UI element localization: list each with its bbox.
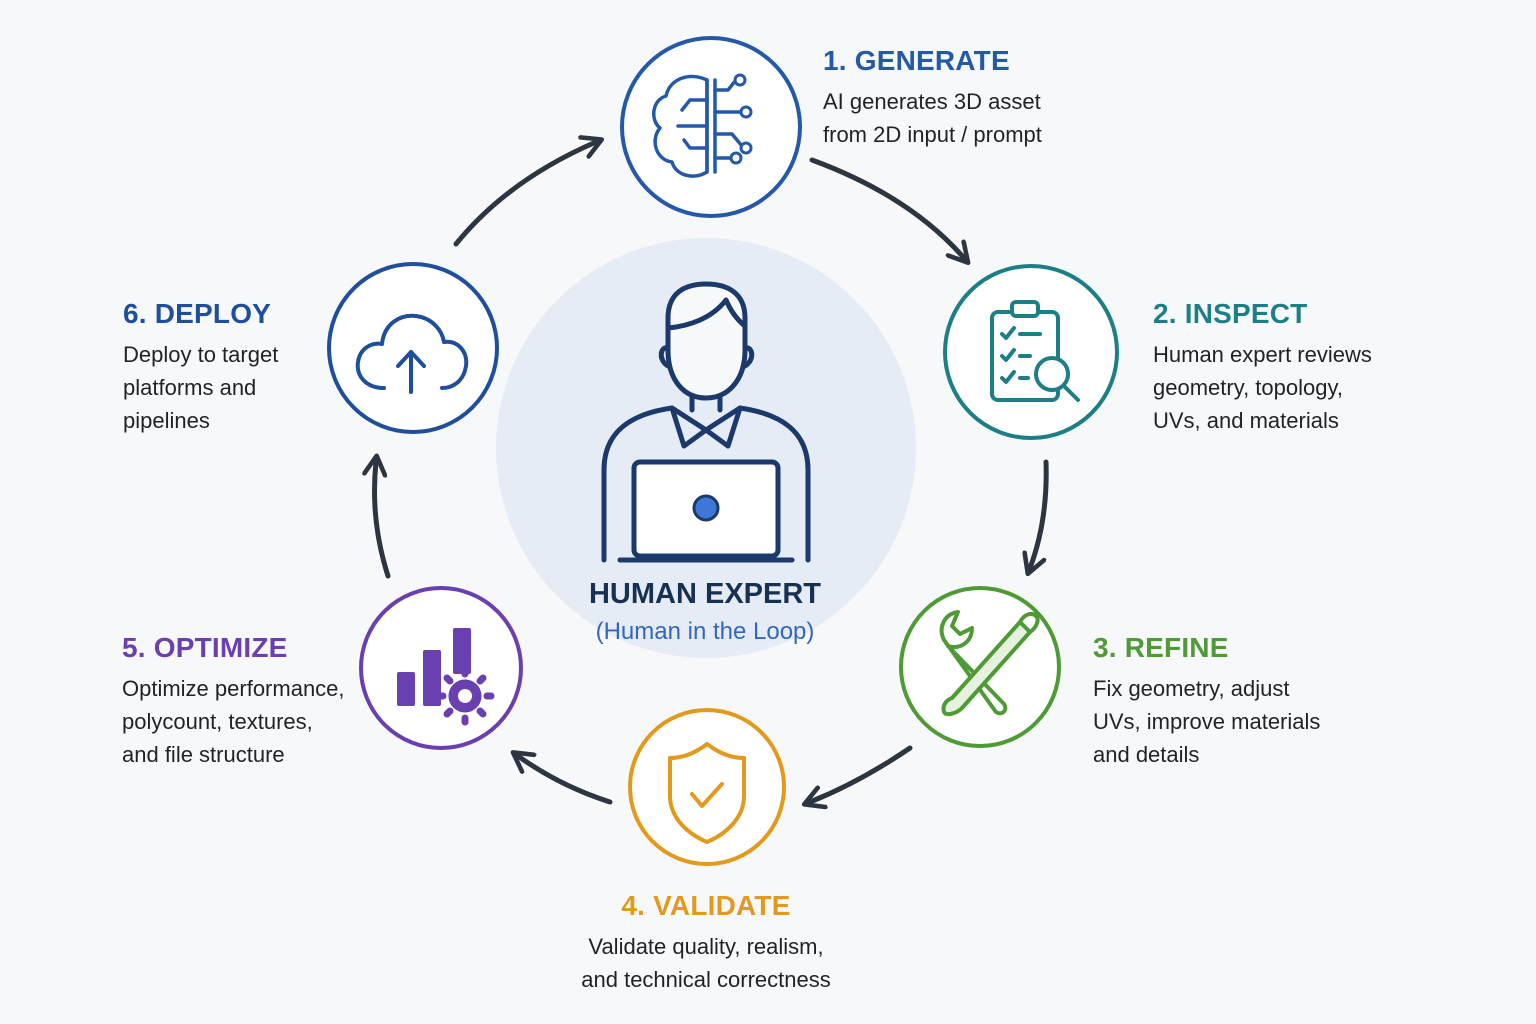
wrench-brush-icon (939, 610, 1040, 717)
bar-chart-gear-icon (397, 628, 495, 726)
clipboard-magnifier-icon (990, 300, 1080, 402)
step-title: 4. VALIDATE (621, 890, 791, 921)
description-line: and details (1093, 742, 1200, 767)
step-inspect-text: 2. INSPECT Human expert reviews geometry… (1153, 298, 1372, 437)
arrow-generate-to-inspect (809, 157, 964, 258)
step-title: 6. DEPLOY (123, 298, 272, 329)
step-optimize-node (359, 586, 523, 750)
description-line: polycount, textures, (122, 709, 313, 734)
description-line: UVs, improve materials (1093, 709, 1321, 734)
description-line: AI generates 3D asset (823, 89, 1041, 114)
description-line: Optimize performance, (122, 676, 345, 701)
arrow-optimize-to-deploy (375, 462, 391, 579)
step-description: Deploy to target platforms and pipelines (123, 338, 278, 437)
laptop-camera-dot (692, 494, 720, 522)
brain-circuit-icon (652, 74, 744, 178)
step-generate-text: 1. GENERATE AI generates 3D asset from 2… (823, 45, 1042, 151)
step-validate-text: 4. VALIDATE Validate quality, realism, a… (506, 890, 906, 996)
step-refine-node (899, 586, 1061, 748)
arrow-deploy-to-generate (453, 142, 596, 247)
human-expert-icon (601, 281, 811, 563)
description-line: UVs, and materials (1153, 408, 1339, 433)
description-line: pipelines (123, 408, 210, 433)
step-optimize-text: 5. OPTIMIZE Optimize performance, polyco… (122, 632, 345, 771)
step-description: Fix geometry, adjust UVs, improve materi… (1093, 672, 1320, 771)
step-title: 1. GENERATE (823, 45, 1010, 76)
step-deploy-node (327, 262, 499, 434)
center-title: HUMAN EXPERT (588, 578, 821, 610)
step-deploy-text: 6. DEPLOY Deploy to target platforms and… (123, 298, 278, 437)
step-description: AI generates 3D asset from 2D input / pr… (823, 85, 1042, 151)
step-title: 3. REFINE (1093, 632, 1229, 663)
step-description: Optimize performance, polycount, texture… (122, 672, 345, 771)
arrow-inspect-to-refine (1030, 459, 1049, 568)
step-refine-text: 3. REFINE Fix geometry, adjust UVs, impr… (1093, 632, 1320, 771)
description-line: geometry, topology, (1153, 375, 1343, 400)
description-line: Validate quality, realism, (588, 934, 824, 959)
description-line: from 2D input / prompt (823, 122, 1042, 147)
description-line: Deploy to target (123, 342, 279, 367)
center-halo (496, 238, 916, 658)
arrow-validate-to-optimize (518, 756, 613, 805)
cloud-upload-icon (355, 313, 469, 394)
arrow-refine-to-validate (810, 745, 913, 802)
shield-check-icon (668, 742, 746, 844)
description-line: and file structure (122, 742, 285, 767)
cycle-arrows (375, 142, 1049, 805)
step-validate-node (628, 708, 786, 866)
step-description: Human expert reviews geometry, topology,… (1153, 338, 1372, 437)
center-subtitle: (Human in the Loop) (595, 618, 815, 645)
description-line: platforms and (123, 375, 257, 400)
step-title: 5. OPTIMIZE (122, 632, 288, 663)
description-line: Fix geometry, adjust (1093, 676, 1290, 701)
description-line: Human expert reviews (1153, 342, 1372, 367)
step-generate-node (620, 36, 802, 218)
step-inspect-node (943, 264, 1119, 440)
description-line: and technical correctness (581, 967, 831, 992)
step-description: Validate quality, realism, and technical… (506, 930, 906, 996)
step-title: 2. INSPECT (1153, 298, 1308, 329)
